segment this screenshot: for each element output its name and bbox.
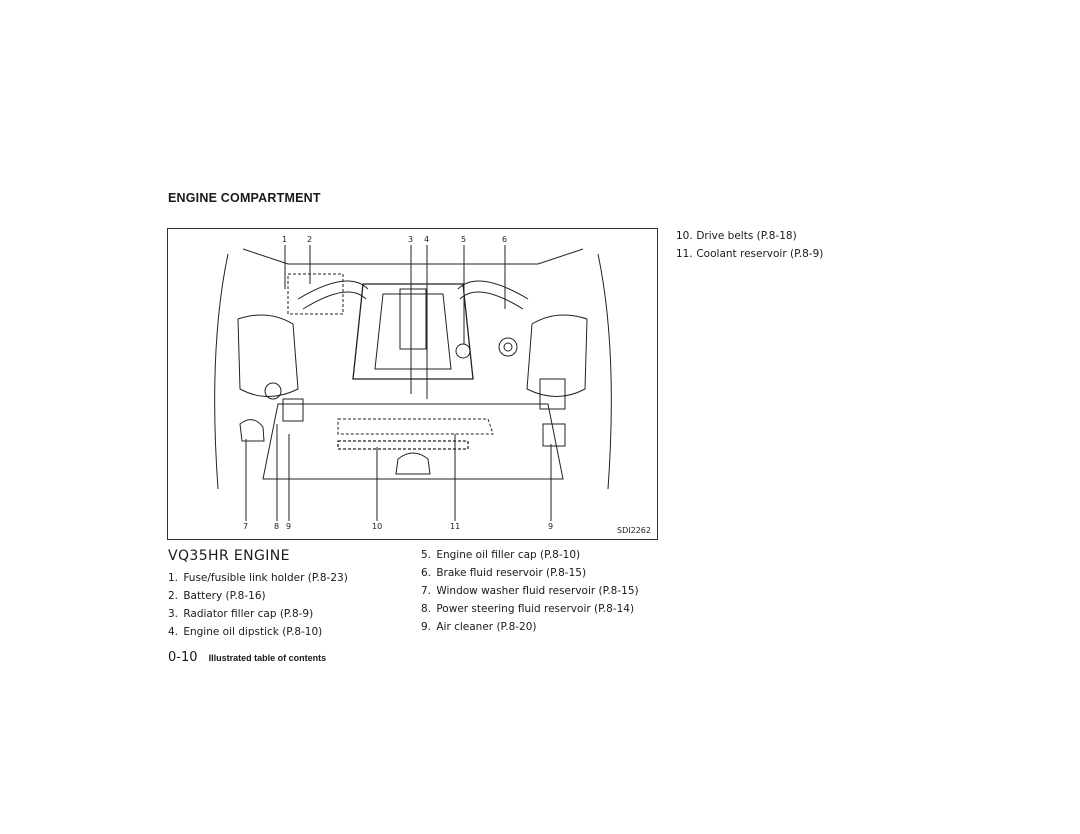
- engine-compartment-figure: 1 2 3 4 5 6 7 8 9 10 11 9 SDI2262: [167, 228, 658, 540]
- item-text: Window washer fluid reservoir (P.8-15): [436, 585, 639, 597]
- list-item: 9. Air cleaner (P.8-20): [421, 621, 537, 633]
- item-number: 1.: [168, 572, 179, 584]
- item-number: 5.: [421, 549, 432, 561]
- callout-5: 5: [461, 235, 467, 244]
- item-number: 11.: [676, 248, 693, 260]
- callout-7: 7: [243, 522, 249, 531]
- item-text: Engine oil dipstick (P.8-10): [183, 626, 323, 638]
- item-text: Power steering fluid reservoir (P.8-14): [436, 603, 635, 615]
- item-number: 8.: [421, 603, 432, 615]
- item-text: Fuse/fusible link holder (P.8-23): [183, 572, 348, 584]
- list-item: 8. Power steering fluid reservoir (P.8-1…: [421, 603, 634, 615]
- item-number: 4.: [168, 626, 179, 638]
- callout-4: 4: [424, 235, 430, 244]
- list-item: 2. Battery (P.8-16): [168, 590, 266, 602]
- item-text: Radiator filler cap (P.8-9): [183, 608, 314, 620]
- footer-title: Illustrated table of contents: [208, 653, 327, 663]
- callout-1: 1: [282, 235, 288, 244]
- figure-id: SDI2262: [617, 526, 651, 535]
- item-text: Coolant reservoir (P.8-9): [696, 248, 824, 260]
- item-number: 6.: [421, 567, 432, 579]
- list-item: 10. Drive belts (P.8-18): [676, 230, 797, 242]
- callout-6: 6: [502, 235, 508, 244]
- list-item: 11. Coolant reservoir (P.8-9): [676, 248, 823, 260]
- item-text: Drive belts (P.8-18): [696, 230, 797, 242]
- list-item: 1. Fuse/fusible link holder (P.8-23): [168, 572, 348, 584]
- item-number: 10.: [676, 230, 693, 242]
- item-text: Brake fluid reservoir (P.8-15): [436, 567, 587, 579]
- item-text: Engine oil filler cap (P.8-10): [436, 549, 581, 561]
- callout-8: 8: [274, 522, 280, 531]
- page-footer: 0-10 Illustrated table of contents: [168, 646, 326, 665]
- engine-illustration: [214, 245, 612, 521]
- page-number: 0-10: [168, 650, 198, 665]
- engine-title: VQ35HR ENGINE: [168, 548, 290, 564]
- callout-3: 3: [408, 235, 414, 244]
- item-text: Air cleaner (P.8-20): [436, 621, 537, 633]
- callout-2: 2: [307, 235, 313, 244]
- list-item: 6. Brake fluid reservoir (P.8-15): [421, 567, 586, 579]
- callout-9-right: 9: [548, 522, 554, 531]
- item-number: 2.: [168, 590, 179, 602]
- section-title: ENGINE COMPARTMENT: [168, 191, 321, 205]
- list-item: 3. Radiator filler cap (P.8-9): [168, 608, 313, 620]
- item-number: 3.: [168, 608, 179, 620]
- list-item: 7. Window washer fluid reservoir (P.8-15…: [421, 585, 639, 597]
- list-item: 4. Engine oil dipstick (P.8-10): [168, 626, 322, 638]
- item-number: 7.: [421, 585, 432, 597]
- item-text: Battery (P.8-16): [183, 590, 266, 602]
- callout-11: 11: [450, 522, 461, 531]
- callout-9: 9: [286, 522, 292, 531]
- item-number: 9.: [421, 621, 432, 633]
- callout-10: 10: [372, 522, 383, 531]
- list-item: 5. Engine oil filler cap (P.8-10): [421, 549, 580, 561]
